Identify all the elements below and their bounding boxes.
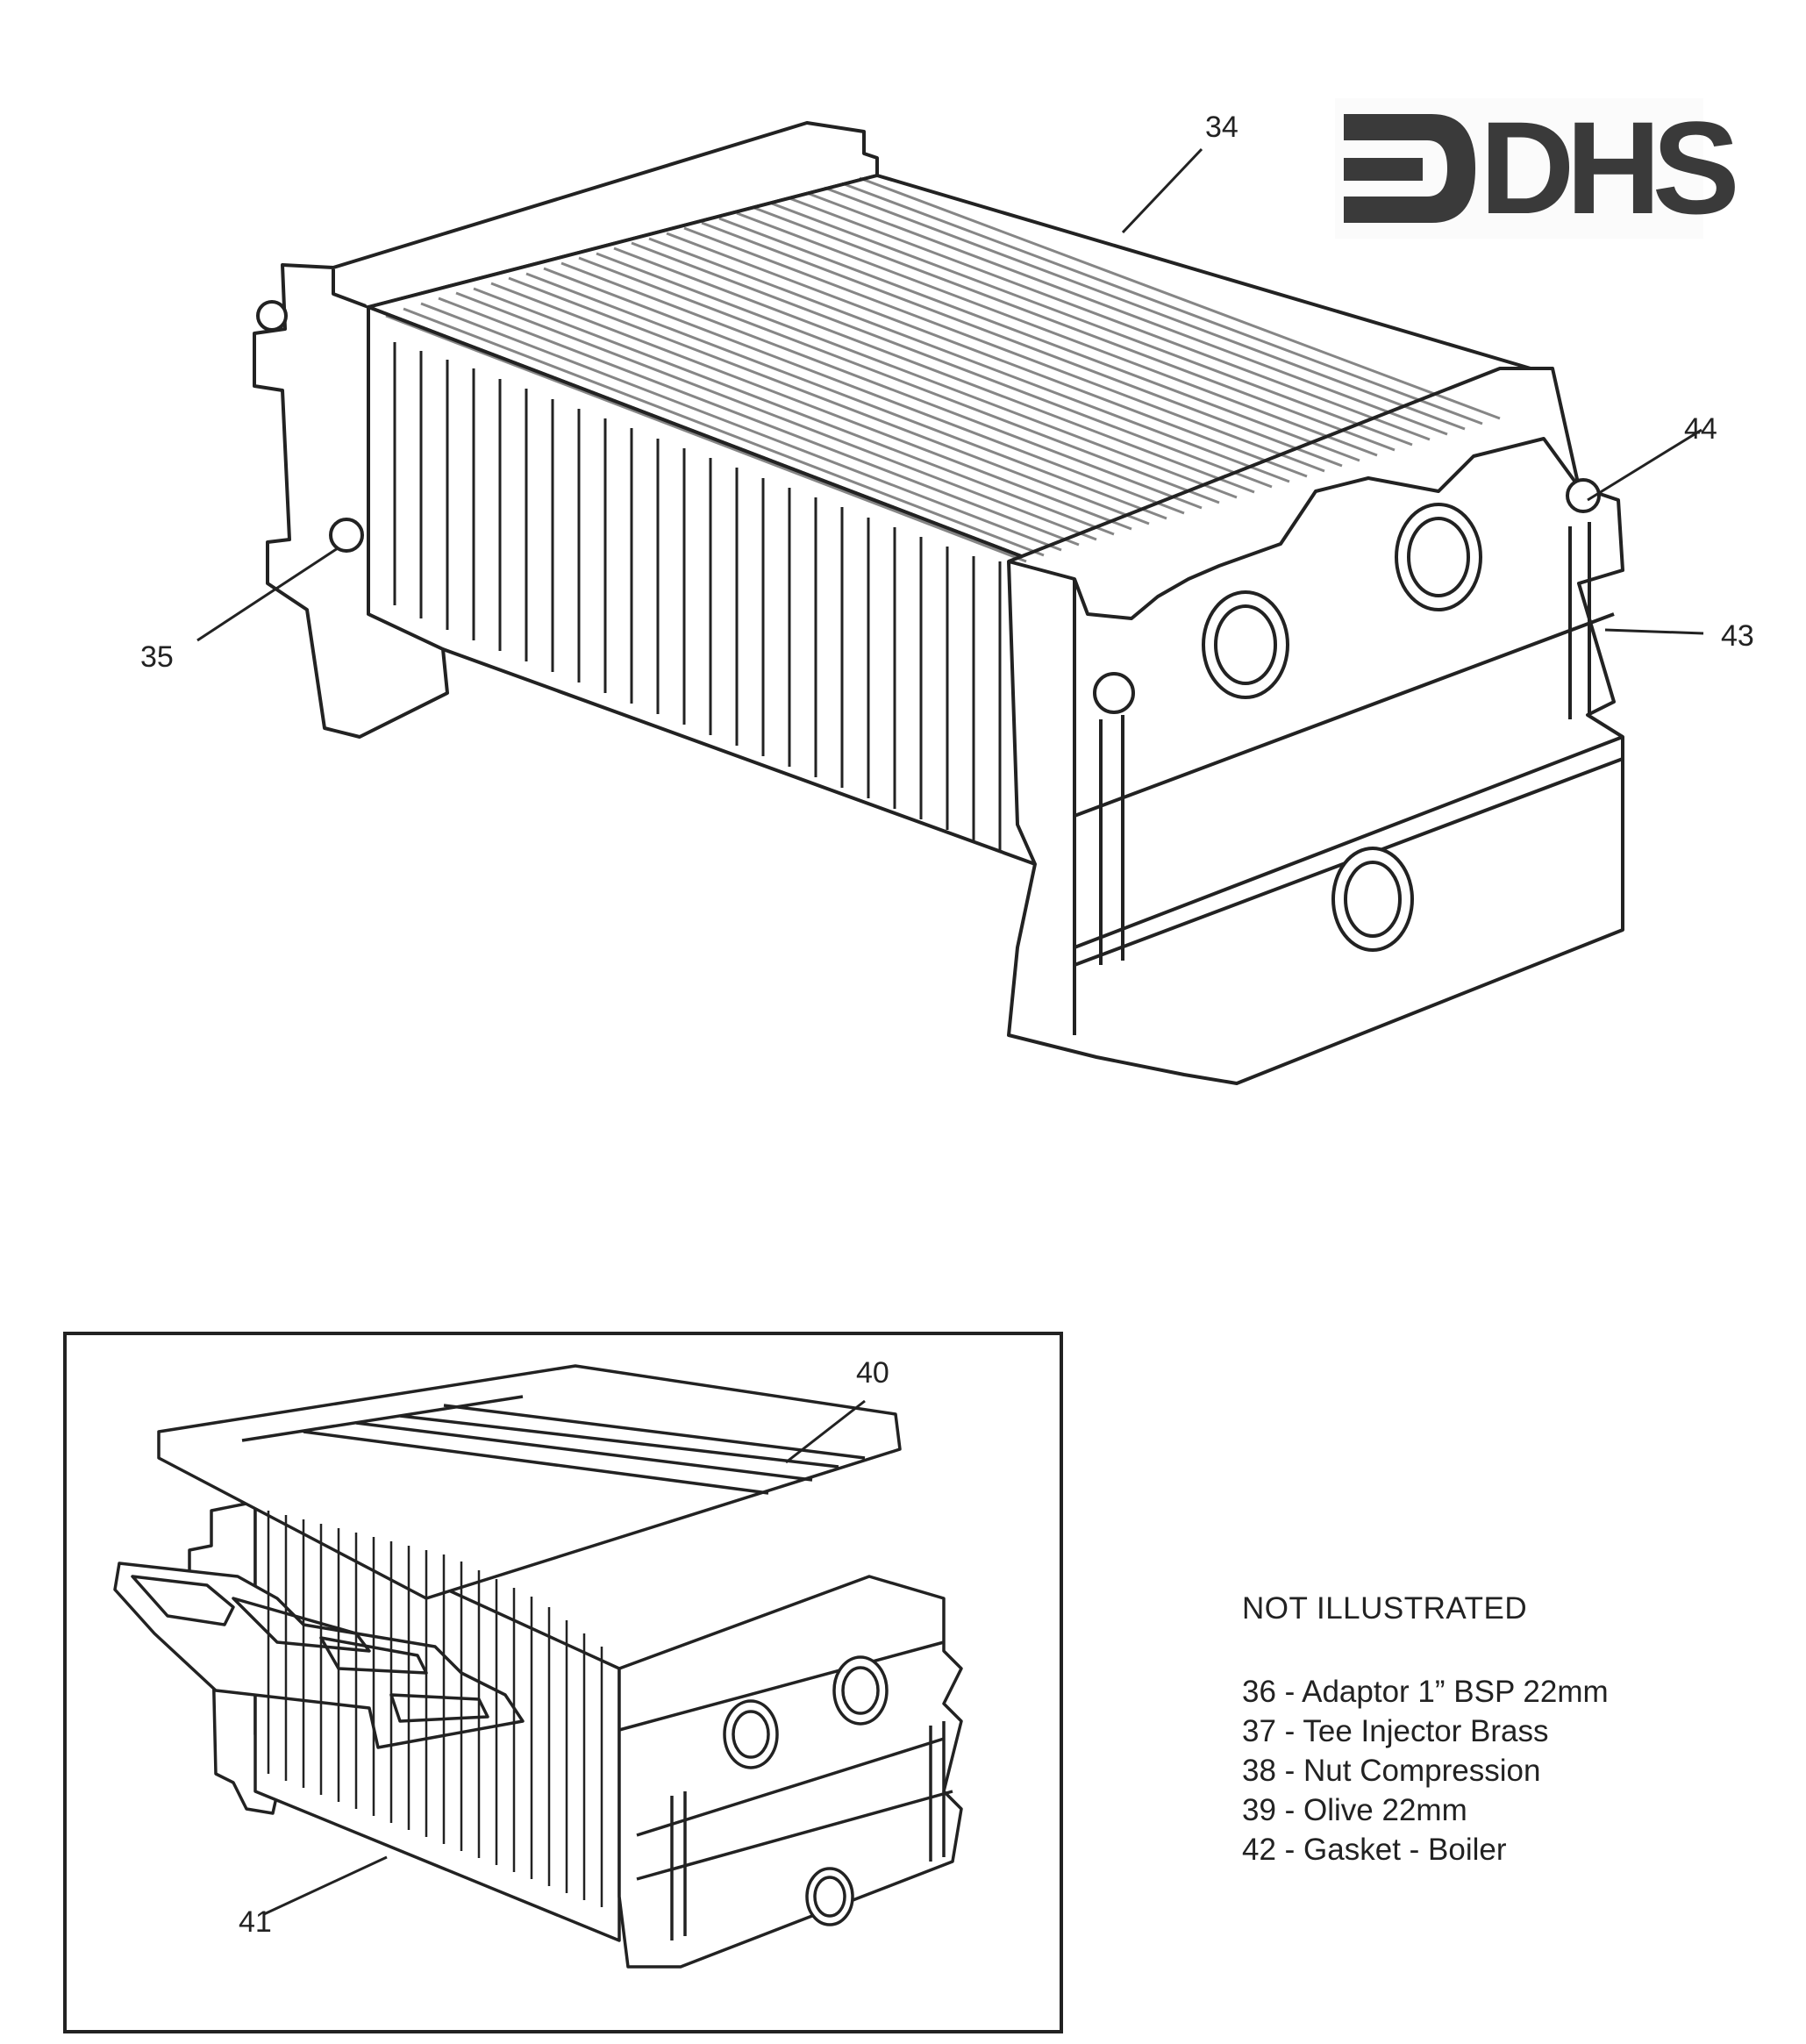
callout-43: 43 (1721, 619, 1754, 653)
logo-text: DHS (1480, 94, 1740, 241)
heat-exchanger-main-drawing (196, 121, 1704, 1085)
not-illustrated-heading: NOT ILLUSTRATED (1242, 1591, 1528, 1626)
dhs-logo: DHS (1335, 98, 1740, 239)
callout-44: 44 (1684, 412, 1717, 446)
logo-mark-icon (1344, 114, 1475, 223)
list-item: 39 - Olive 22mm (1242, 1793, 1467, 1827)
inset-box: 40 41 (63, 1332, 1063, 2033)
callout-34: 34 (1205, 111, 1239, 144)
list-item: 38 - Nut Compression (1242, 1754, 1541, 1788)
callout-41: 41 (239, 1905, 272, 1939)
list-item: 36 - Adaptor 1” BSP 22mm (1242, 1675, 1609, 1709)
list-item: 37 - Tee Injector Brass (1242, 1714, 1549, 1748)
callout-40: 40 (856, 1356, 889, 1390)
list-item: 42 - Gasket - Boiler (1242, 1833, 1507, 1867)
heat-exchanger-inset-drawing (113, 1364, 963, 1969)
callout-35: 35 (140, 640, 174, 674)
not-illustrated-list: 36 - Adaptor 1” BSP 22mm 37 - Tee Inject… (1242, 1672, 1609, 1869)
